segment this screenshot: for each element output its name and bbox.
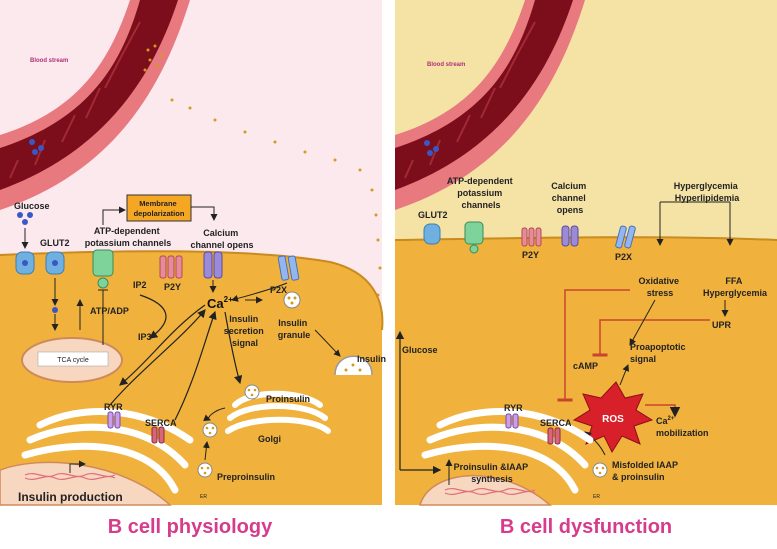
right-calcium-channel-label: Calcium channel opens <box>551 181 589 215</box>
left-p2y-receptor <box>159 255 183 279</box>
left-beta-cell <box>0 251 383 505</box>
right-serca-pump <box>547 427 561 445</box>
left-preproinsulin-label: Preproinsulin <box>217 472 275 482</box>
left-glucose-label: Glucose <box>14 201 50 211</box>
right-atp-channels-label: ATP-dependent potassium channels <box>447 176 515 210</box>
left-katp-channel <box>92 249 114 289</box>
left-proinsulin-label: Proinsulin <box>266 394 310 404</box>
left-insulin-secretion-label: Insulin secretion signal <box>224 314 267 348</box>
right-ca-mob-label: Ca2+ <box>656 416 675 426</box>
right-calcium-channel <box>561 225 579 247</box>
right-katp-channel <box>464 221 484 254</box>
left-blood-stream-label: Blood stream <box>30 58 68 64</box>
right-blood-vessel <box>395 0 585 210</box>
left-golgi-label: Golgi <box>258 434 281 444</box>
left-vessel-glucose-dots <box>29 139 44 155</box>
left-proinsulin-vesicle <box>244 384 260 400</box>
left-membrane-depol-label: Membrane depolarization <box>134 199 185 218</box>
right-ryr-receptor <box>505 413 519 429</box>
right-beta-cell <box>395 237 777 505</box>
left-preproinsulin-vesicle <box>197 462 213 478</box>
right-ffa-label: FFA Hyperglycemia <box>703 276 768 298</box>
right-ros-label: ROS <box>602 414 624 425</box>
right-ryr-label: RYR <box>504 403 523 413</box>
right-glut2-label: GLUT2 <box>418 210 448 220</box>
left-ca-label: Ca2+ <box>207 295 233 311</box>
right-panel: Blood stream ATP-dependent potassium cha… <box>394 0 777 506</box>
left-calcium-channel <box>203 251 223 279</box>
right-glucose-label: Glucose <box>402 345 438 355</box>
right-er-label: ER <box>593 494 600 500</box>
left-ip2-label: IP2 <box>133 280 147 290</box>
right-camp-label: cAMP <box>573 361 598 371</box>
left-insulin-production-label: Insulin production <box>18 490 123 504</box>
left-panel: Blood stream Glucose GLUT2 <box>0 0 386 506</box>
left-tca-label: TCA cycle <box>57 357 89 364</box>
left-p2x-label: P2X <box>270 285 287 295</box>
right-serca-label: SERCA <box>540 418 572 428</box>
right-p2y-label: P2Y <box>522 250 539 260</box>
left-mitochondrion <box>21 337 123 383</box>
right-upr-label: UPR <box>712 320 732 330</box>
left-glucose-dots <box>17 212 33 225</box>
right-hyper-label: Hyperglycemia Hyperlipidemia <box>674 181 741 203</box>
left-golgi <box>225 390 331 434</box>
right-ros-star <box>572 381 654 454</box>
right-proinsulin-iaap-label: Proinsulin &IAAP synthesis <box>454 462 531 484</box>
left-calcium-channel-label: Calcium channel opens <box>190 228 253 250</box>
left-nucleus <box>0 461 172 506</box>
left-serca-label: SERCA <box>145 418 177 428</box>
left-insulin-granule <box>283 291 301 309</box>
right-glut2-transporter <box>423 223 441 245</box>
left-glut2-label: GLUT2 <box>40 238 70 248</box>
left-blood-vessel <box>0 0 190 210</box>
left-membrane-depolarization-box <box>126 194 192 222</box>
left-exocytosis <box>334 355 373 376</box>
right-proapoptotic-label: Proapoptotic signal <box>630 342 688 364</box>
right-misfolded-label: Misfolded IAAP & proinsulin <box>612 460 680 482</box>
left-caption: B cell physiology <box>107 516 273 538</box>
left-insulin-granule-label: Insulin granule <box>278 318 311 340</box>
left-ryr-label: RYR <box>104 402 123 412</box>
right-vessel-glucose-dots <box>424 140 439 156</box>
right-misfolded-vesicle <box>592 462 608 478</box>
right-blood-stream-label: Blood stream <box>427 62 465 68</box>
right-oxidative-label: Oxidative stress <box>638 276 681 298</box>
left-vesicle-golgi <box>202 422 218 438</box>
left-p2y-label: P2Y <box>164 282 181 292</box>
left-p2x-receptor <box>277 255 300 281</box>
right-p2x-receptor <box>615 225 636 249</box>
right-p2x-label: P2X <box>615 252 632 262</box>
left-er-label: ER <box>200 494 207 500</box>
left-ip3-label: IP3 <box>138 332 152 342</box>
right-mobilization-label: mobilization <box>656 428 709 438</box>
left-atp-channels-label: ATP-dependent potassium channels <box>85 226 172 248</box>
left-atp-adp-label: ATP/ADP <box>90 306 129 316</box>
left-serca-pump <box>151 426 165 444</box>
right-caption: B cell dysfunction <box>499 516 673 538</box>
right-p2y-receptor <box>521 227 542 247</box>
left-glut2-transporters <box>15 251 65 275</box>
right-nucleus <box>419 475 553 506</box>
left-ryr-receptor <box>107 411 121 429</box>
left-insulin-label: Insulin <box>357 354 386 364</box>
